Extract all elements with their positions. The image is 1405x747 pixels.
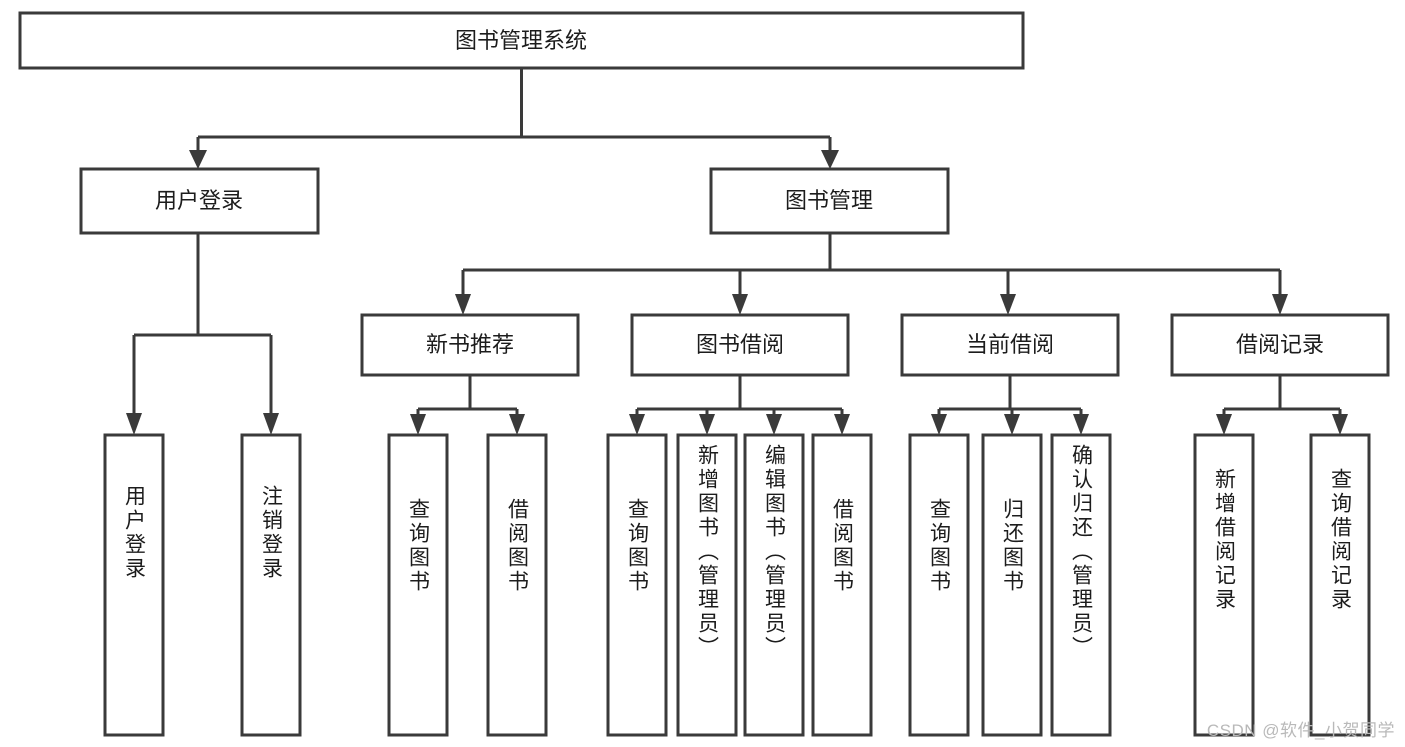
- leaf-box-add-record[interactable]: [1193, 433, 1255, 737]
- node-new-book-rec[interactable]: 新书推荐: [360, 313, 580, 377]
- connector-group-newbook: [410, 375, 525, 435]
- leaf-boxes: [103, 433, 1371, 737]
- node-root-label: 图书管理系统: [455, 28, 587, 53]
- node-book-manage-box[interactable]: [709, 167, 950, 235]
- node-current-borrow-box[interactable]: [900, 313, 1120, 377]
- arrowhead-leaf-borrow-book-2: [834, 414, 850, 435]
- leaf-box-borrow-book-2[interactable]: [811, 433, 873, 737]
- node-root-box[interactable]: [18, 11, 1025, 70]
- connector-group-bookborrow: [629, 375, 850, 435]
- arrowhead-new-book-rec: [455, 294, 471, 315]
- leaf-box-query-book-3[interactable]: [908, 433, 970, 737]
- arrowhead-leaf-query-book-1: [410, 414, 426, 435]
- arrowhead-borrow-record: [1272, 294, 1288, 315]
- node-book-borrow-box[interactable]: [630, 313, 850, 377]
- node-root[interactable]: 图书管理系统: [18, 11, 1025, 70]
- arrowhead-leaf-user-login: [126, 413, 142, 435]
- leaf-box-confirm-return[interactable]: [1050, 433, 1112, 737]
- leaf-box-logout[interactable]: [240, 433, 302, 737]
- arrowhead-book-borrow: [732, 294, 748, 315]
- node-book-borrow[interactable]: 图书借阅: [630, 313, 850, 377]
- arrowhead-leaf-query-book-3: [931, 414, 947, 435]
- csdn-watermark: CSDN @软件_小贺同学: [1206, 721, 1395, 740]
- arrowhead-current-borrow: [1000, 294, 1016, 315]
- node-current-borrow[interactable]: 当前借阅: [900, 313, 1120, 377]
- arrowhead-leaf-add-record: [1216, 414, 1232, 435]
- node-borrow-record-label: 借阅记录: [1236, 332, 1324, 357]
- arrowhead-bookmanage: [821, 150, 839, 169]
- arrowhead-leaf-query-book-2: [629, 414, 645, 435]
- node-borrow-record-box[interactable]: [1170, 313, 1390, 377]
- node-new-book-rec-label: 新书推荐: [426, 332, 514, 357]
- arrowhead-leaf-borrow-book-1: [509, 414, 525, 435]
- leaf-box-query-record[interactable]: [1309, 433, 1371, 737]
- arrowhead-leaf-confirm-return: [1073, 414, 1089, 435]
- node-current-borrow-label: 当前借阅: [966, 332, 1054, 357]
- connector-group-borrowrecord: [1216, 375, 1348, 435]
- arrowhead-leaf-logout: [263, 413, 279, 435]
- leaf-box-borrow-book-1[interactable]: [486, 433, 548, 737]
- arrowhead-userlogin: [189, 150, 207, 169]
- node-book-manage-label: 图书管理: [785, 188, 873, 213]
- node-user-login-label: 用户登录: [155, 188, 243, 213]
- node-borrow-record[interactable]: 借阅记录: [1170, 313, 1390, 377]
- arrowhead-leaf-add-book: [699, 414, 715, 435]
- arrowhead-leaf-query-record: [1332, 414, 1348, 435]
- connector-group-bookmanage: [455, 233, 1288, 315]
- arrowhead-leaf-return-book: [1004, 414, 1020, 435]
- leaf-box-edit-book[interactable]: [743, 433, 805, 737]
- connector-group-currentborrow: [931, 375, 1089, 435]
- arrowhead-leaf-edit-book: [766, 414, 782, 435]
- node-user-login[interactable]: 用户登录: [79, 167, 320, 235]
- connector-group-root: [189, 68, 839, 169]
- node-book-manage[interactable]: 图书管理: [709, 167, 950, 235]
- node-user-login-box[interactable]: [79, 167, 320, 235]
- leaf-box-query-book-1[interactable]: [387, 433, 449, 737]
- leaf-box-add-book[interactable]: [676, 433, 738, 737]
- node-new-book-rec-box[interactable]: [360, 313, 580, 377]
- connector-group-userlogin: [126, 233, 279, 435]
- leaf-box-user-login[interactable]: [103, 433, 165, 737]
- node-book-borrow-label: 图书借阅: [696, 332, 784, 357]
- leaf-box-return-book[interactable]: [981, 433, 1043, 737]
- leaf-box-query-book-2[interactable]: [606, 433, 668, 737]
